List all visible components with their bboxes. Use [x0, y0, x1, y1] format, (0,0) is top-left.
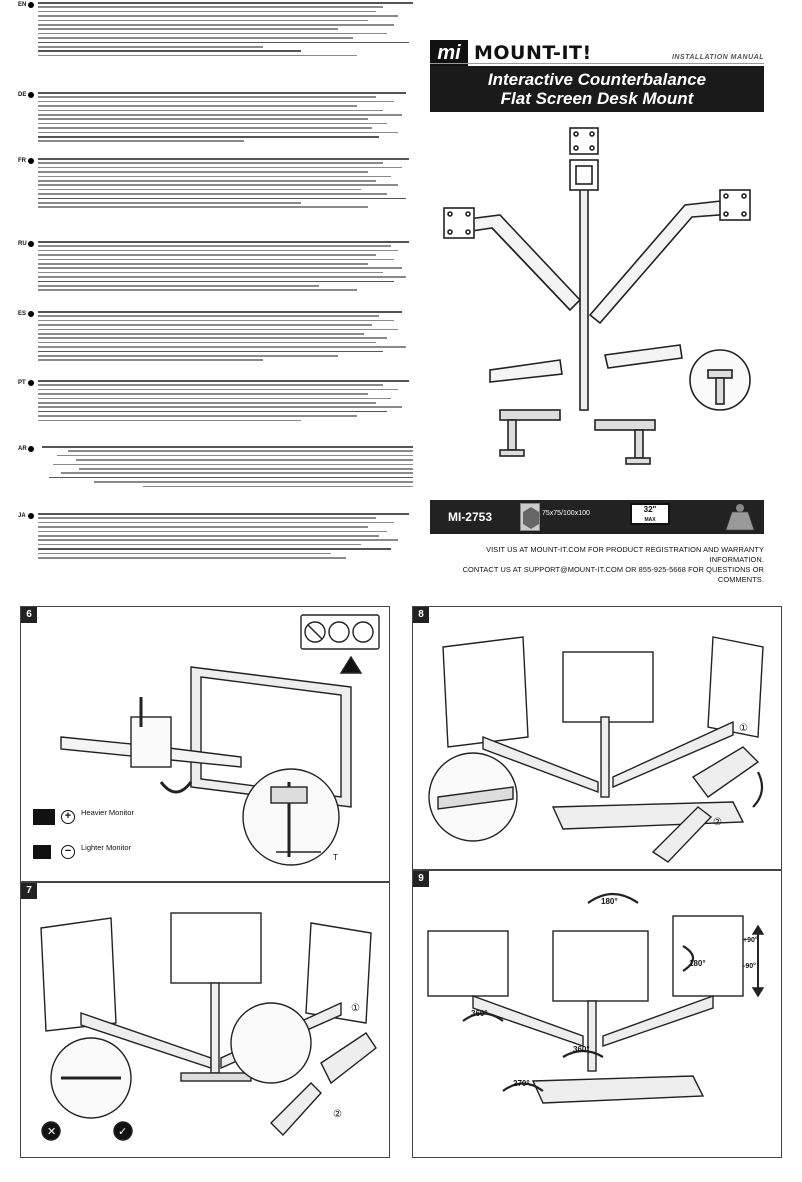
lighter-label: Lighter Monitor: [81, 843, 132, 852]
info-icon: [28, 513, 34, 519]
step-number: 8: [413, 607, 429, 623]
vesa-spec: 75x75/100x100: [542, 510, 590, 517]
step-panel-8: 8 ① ②: [412, 606, 782, 870]
lang-code: JA: [18, 513, 26, 519]
model-number: MI-2753: [447, 510, 493, 524]
step-number: 6: [21, 607, 37, 623]
step-panel-6: 6 + Heavier Monitor: [20, 606, 390, 882]
step8-illustration: [428, 636, 764, 863]
step-panel-9: 9 180° 180° 360° 360° 270° +90° -90°: [412, 870, 782, 1158]
svg-text:✓: ✓: [118, 1126, 127, 1138]
spec-bar: MI-2753 75x75/100x100 32" MAX: [430, 500, 764, 534]
minus-rotate-icon: −: [61, 845, 75, 859]
info-icon: [28, 241, 34, 247]
info-icon: [28, 2, 34, 8]
rotate-top-label: 180°: [601, 897, 618, 906]
monitor-icon: [33, 809, 55, 825]
adjust-legend: + Heavier Monitor − Lighter Monitor: [33, 805, 143, 879]
tilt-down-label: -90°: [743, 963, 756, 970]
step7-illustration: ✕ ✓: [40, 912, 377, 1141]
lang-code: RU: [18, 241, 27, 247]
step6-illustration: [60, 614, 380, 866]
manual-top-page: EN DE FR: [18, 0, 784, 585]
heavier-label: Heavier Monitor: [81, 808, 134, 817]
product-illustration: [443, 127, 751, 465]
text-lines: [38, 2, 413, 59]
tilt-up-label: +90°: [743, 937, 758, 944]
plus-rotate-icon: +: [61, 810, 75, 824]
callout-1: ①: [351, 1003, 360, 1014]
weight-icon: [725, 504, 755, 531]
contact-line-1: VISIT US AT MOUNT-IT.COM FOR PRODUCT REG…: [486, 545, 764, 564]
lang-code: DE: [18, 92, 27, 98]
tool-label: T: [333, 853, 338, 862]
rotate-mid-label: 360°: [573, 1045, 590, 1054]
logo-mark: mi: [430, 40, 468, 66]
title-line-2: Flat Screen Desk Mount: [500, 89, 694, 108]
product-title: Interactive Counterbalance Flat Screen D…: [430, 66, 764, 112]
rotate-base-label: 270°: [513, 1079, 530, 1088]
vesa-icon: [520, 503, 540, 531]
info-icon: [28, 380, 34, 386]
info-icon: [28, 92, 34, 98]
info-icon: [28, 311, 34, 317]
contact-info: VISIT US AT MOUNT-IT.COM FOR PRODUCT REG…: [430, 545, 764, 585]
lang-code: ES: [18, 311, 27, 317]
callout-2: ②: [713, 817, 722, 828]
rotate-left-label: 360°: [471, 1009, 488, 1018]
info-icon: [28, 158, 34, 164]
brand-logo: mi MOUNT-IT!: [430, 40, 760, 74]
screen-size: 32": [643, 505, 657, 514]
callout-1: ①: [739, 723, 748, 734]
lang-code: EN: [18, 2, 27, 8]
manual-label: INSTALLATION MANUAL: [430, 54, 764, 64]
lang-code: PT: [18, 380, 26, 386]
title-line-1: Interactive Counterbalance: [487, 70, 707, 89]
info-icon: [28, 446, 34, 452]
lang-code: AR: [18, 446, 27, 452]
callout-2: ②: [333, 1109, 342, 1120]
step-number: 9: [413, 871, 429, 887]
step-panel-7: 7 ✕ ✓ ① ②: [20, 882, 390, 1158]
step-number: 7: [21, 883, 37, 899]
contact-line-2: CONTACT US AT SUPPORT@MOUNT-IT.COM OR 85…: [462, 565, 764, 584]
rotate-right-label: 180°: [689, 959, 706, 968]
screen-max: MAX: [644, 517, 656, 523]
lang-code: FR: [18, 158, 26, 164]
svg-text:✕: ✕: [47, 1126, 56, 1138]
monitor-icon: [33, 845, 51, 859]
brand-name: MOUNT-IT!: [474, 42, 592, 64]
step9-illustration: [427, 892, 765, 1104]
screen-size-icon: 32" MAX: [630, 503, 670, 525]
